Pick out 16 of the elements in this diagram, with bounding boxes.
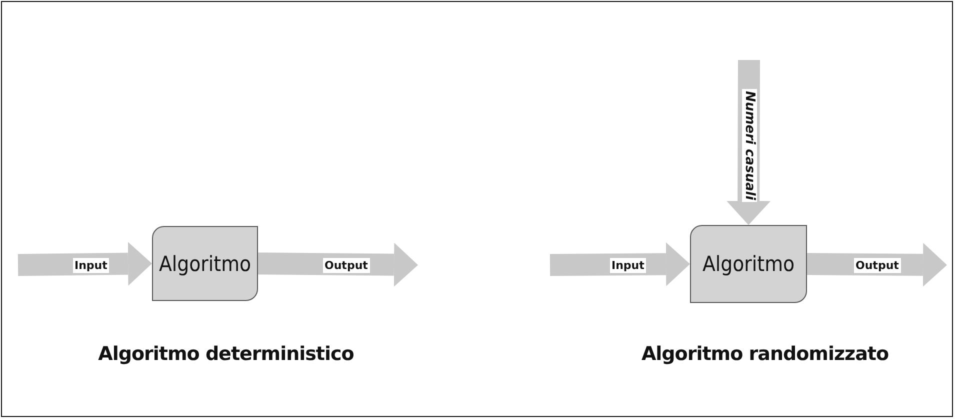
diagram-caption: Algoritmo deterministico	[98, 343, 354, 365]
edge-label: Input	[610, 258, 646, 272]
block-arrow	[258, 242, 418, 287]
diagram-caption: Algoritmo randomizzato	[641, 343, 889, 365]
process-box	[690, 225, 807, 303]
block-arrow	[726, 60, 771, 225]
box-label: Algoritmo	[158, 252, 252, 276]
box-label: Algoritmo	[702, 252, 795, 276]
edge-label: Output	[322, 258, 370, 272]
block-arrow	[550, 242, 690, 286]
block-arrow	[806, 242, 947, 287]
edge-label: Input	[72, 258, 110, 272]
process-box	[152, 226, 258, 301]
edge-label: Output	[854, 258, 901, 272]
edge-label: Numeri casuali	[742, 88, 757, 202]
block-arrow	[18, 242, 152, 286]
